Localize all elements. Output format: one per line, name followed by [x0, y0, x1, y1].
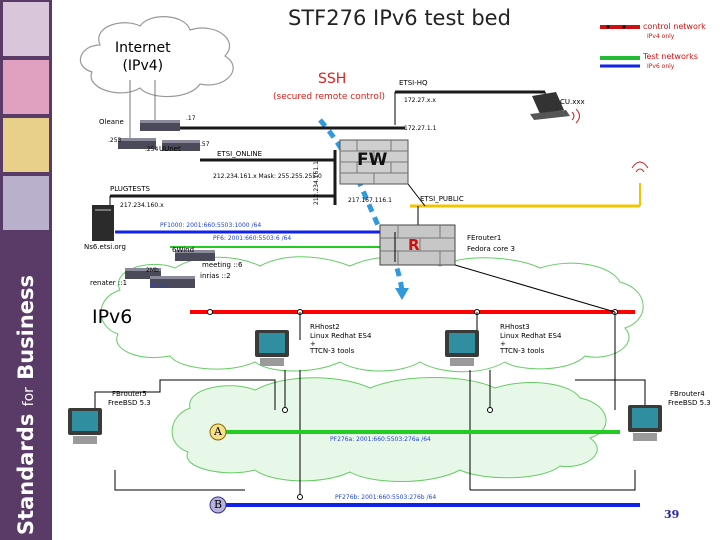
router-icon [162, 140, 200, 151]
pf276a-label: PF276a: 2001:660:5503:276a /64 [330, 436, 431, 443]
meeting-label: meeting ::6 [202, 261, 243, 269]
antenna-icon [631, 161, 649, 173]
router-icon [150, 276, 195, 288]
ferouter1-name: FErouter1 [467, 234, 502, 242]
plugtests-label: PLUGTESTS [110, 185, 150, 193]
ipv6-label: IPv6 [92, 306, 133, 328]
router-icon [125, 268, 161, 279]
node [487, 407, 493, 413]
page-title: STF276 IPv6 test bed [288, 6, 511, 30]
wireless-icon [571, 108, 580, 124]
node [282, 407, 288, 413]
router-icon [175, 250, 215, 261]
legend-test-label: Test networks [643, 52, 698, 61]
fw-vert-addr: 212.234.161.1 [313, 161, 320, 205]
legend-node [622, 25, 626, 29]
rhhost2-plus: + [310, 340, 316, 348]
addr-254: .254 [145, 146, 159, 153]
legend-test-sub: IPv6 only [647, 63, 675, 70]
cu-label: CU.xxx [560, 98, 585, 106]
rhhost3-plus: + [500, 340, 506, 348]
legend-node [606, 25, 610, 29]
fbrouter5-os: FreeBSD 5.3 [108, 399, 151, 407]
router-r-icon [379, 224, 456, 266]
net-b-label: B [214, 498, 223, 511]
fbrouter5-name: FBrouter5 [112, 390, 147, 398]
router-icon [118, 138, 156, 149]
public-addr: 217.167.116.1 [348, 197, 392, 204]
addr-253: .253 [108, 137, 122, 144]
pf1000-label: PF1000: 2001:660:5503:1000 /64 [160, 222, 262, 229]
sidebar-tile [3, 176, 49, 230]
sidebar-tile [3, 60, 49, 114]
lower-frame [94, 379, 646, 410]
sidebar: Standards for Business [0, 0, 52, 540]
uunet-label: UUnet [159, 145, 181, 153]
addr-17: .17 [186, 115, 196, 122]
ns6-label: Ns6.etsi.org [84, 243, 126, 251]
online-addr: 212.234.161.x Mask: 255.255.255.0 [213, 173, 322, 180]
etsi-online-label: ETSI_ONLINE [217, 150, 263, 158]
fbrouter4-icon [628, 405, 662, 441]
firewall-icon [339, 139, 409, 185]
internet-label: Internet(IPv4) [115, 40, 171, 74]
net-a-icon [209, 423, 227, 441]
rhhost2-os: Linux Redhat ES4 [310, 332, 372, 340]
node [297, 494, 303, 500]
addr-172: 172.27.1.1 [404, 125, 437, 132]
ssh-arrow-icon [395, 288, 409, 300]
rhhost2-name: RHhost2 [310, 323, 340, 331]
net-b-icon [209, 496, 227, 514]
fbrouter4-os: FreeBSD 5.3 [668, 399, 711, 407]
ssh-label: SSH [318, 71, 347, 87]
oleane-label: Oleane [99, 118, 124, 126]
inrias-label: inrias ::2 [200, 272, 231, 280]
server-icon [92, 205, 114, 241]
rhhost3-tools: TTCN-3 tools [500, 347, 545, 355]
lower-cloud [171, 377, 607, 482]
2mb-label: 2Mb [146, 267, 159, 274]
sidebar-tile [3, 2, 49, 56]
fbrouter4-name: FBrouter4 [670, 390, 705, 398]
etsihq-label: ETSI-HQ [399, 79, 428, 87]
fw-label: FW [357, 150, 388, 170]
net-a-label: A [214, 425, 222, 438]
6wind-label: 6Wind [172, 246, 195, 254]
rhhost3-os: Linux Redhat ES4 [500, 332, 562, 340]
legend-control-sub: IPv4 only [647, 33, 675, 40]
lower-frame [114, 470, 636, 491]
renater-label: renater ::1 [90, 279, 128, 287]
backbone-node [207, 309, 213, 315]
etsi-public-label: ETSI_PUBLIC [420, 195, 464, 203]
plugtests-addr: 217.234.160.x [120, 202, 164, 209]
rhhost2-icon [255, 330, 289, 366]
pf6-label: PF6: 2001:660:5503:6 /64 [213, 235, 292, 242]
ferouter1-os: Fedora core 3 [467, 245, 515, 253]
ipv6-cloud [100, 256, 644, 373]
rhhost3-name: RHhost3 [500, 323, 530, 331]
fw-public-link [407, 183, 426, 207]
link [454, 264, 616, 313]
addr-57: .57 [200, 141, 210, 148]
pf3000-label: PF3000 [150, 283, 173, 290]
sidebar-tile [3, 118, 49, 172]
router-icon [140, 120, 180, 131]
internet-cloud [79, 16, 234, 98]
pf276b-label: PF276b: 2001:660:5503:276b /64 [335, 494, 437, 501]
rhhost3-icon [445, 330, 479, 366]
legend-control-label: control network [643, 22, 706, 31]
ssh-sub-label: (secured remote control) [273, 92, 385, 102]
fbrouter5-icon [68, 408, 102, 444]
router-r-label: R [408, 236, 420, 254]
page-number: 39 [664, 508, 680, 521]
rhhost2-tools: TTCN-3 tools [310, 347, 355, 355]
laptop-icon [530, 92, 570, 120]
etsihq-addr: 172.27.x.x [404, 97, 436, 104]
